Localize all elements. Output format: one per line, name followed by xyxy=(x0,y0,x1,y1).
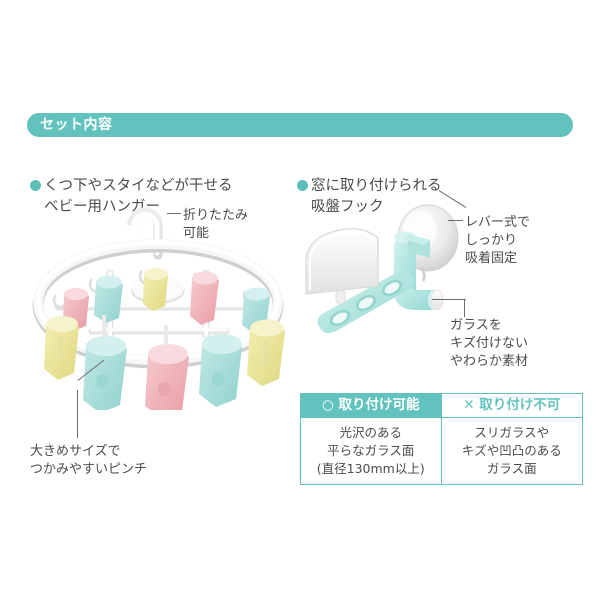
section-header-bar: セット内容 xyxy=(27,113,573,137)
leader-line-lever xyxy=(448,220,463,222)
leader-line-soft-horizontal xyxy=(432,299,466,301)
table-body-row: 光沢のある 平らなガラス面 (直径130mm以上) スリガラスや キズや凹凸のあ… xyxy=(300,418,583,486)
bullet-hanger: くつ下やスタイなどが干せる ベビー用ハンガー xyxy=(30,155,233,239)
clip-yellow-back xyxy=(143,268,168,311)
suction-hook-illustration xyxy=(305,204,459,334)
table-header-incompatible: ✕ 取り付け不可 xyxy=(441,393,583,418)
section-header-title: セット内容 xyxy=(40,117,113,133)
bullet-dot-icon xyxy=(30,180,41,192)
baby-hanger-illustration xyxy=(32,207,285,410)
bullet-hook-line1: 窓に取り付けられる xyxy=(311,178,442,195)
hook-base-bar xyxy=(317,271,415,334)
clip-pink-front xyxy=(145,325,189,410)
callout-large-pinch: 大きめサイズで つかみやすいピンチ xyxy=(30,444,148,477)
table-header-row: ○ 取り付け可能 ✕ 取り付け不可 xyxy=(300,393,583,418)
table-header-compatible: ○ 取り付け可能 xyxy=(300,393,442,418)
leader-line-soft-vertical xyxy=(464,299,466,317)
compatibility-table: ○ 取り付け可能 ✕ 取り付け不可 光沢のある 平らなガラス面 (直径130mm… xyxy=(300,393,583,486)
callout-lever-lock: レバー式で しっかり 吸着固定 xyxy=(465,215,531,266)
bullet-hook-line2: 吸盤フック xyxy=(311,199,384,216)
callout-soft-material: ガラスを キズ付けない やわらか素材 xyxy=(450,318,529,369)
callout-foldable: 折りたたみ 可能 xyxy=(183,208,249,241)
leader-line-pinch-vertical xyxy=(77,390,79,438)
clip-pink-back-2 xyxy=(190,271,219,325)
clip-blue-front-2 xyxy=(199,334,242,407)
clip-blue-back-1 xyxy=(94,275,123,323)
white-panel xyxy=(305,227,379,305)
table-cell-incompatible: スリガラスや キズや凹凸のある ガラス面 xyxy=(441,418,583,486)
clip-blue-front-1 xyxy=(83,315,127,410)
clip-yellow-front xyxy=(44,316,79,380)
bullet-hanger-line1: くつ下やスタイなどが干せる xyxy=(44,178,233,195)
bullet-hanger-line2: ベビー用ハンガー xyxy=(44,199,160,216)
leader-line-fold xyxy=(167,213,181,215)
bullet-dot-icon xyxy=(297,180,308,192)
bullet-hook: 窓に取り付けられる 吸盤フック xyxy=(297,155,442,239)
clip-yellow-front-2 xyxy=(247,319,285,386)
table-cell-compatible: 光沢のある 平らなガラス面 (直径130mm以上) xyxy=(300,418,442,486)
